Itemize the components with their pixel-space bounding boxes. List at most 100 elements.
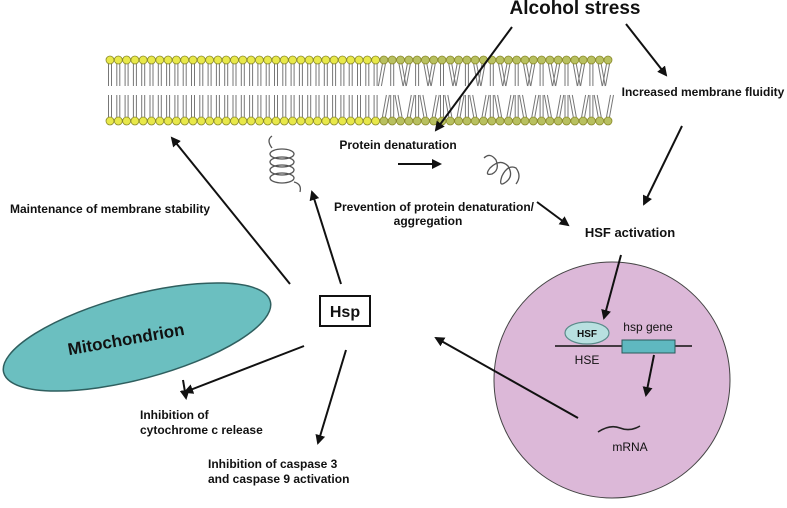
lipid-head [205,55,215,65]
lipid-tail [199,95,204,117]
lipid-tail [448,63,457,87]
lipid-tail [415,95,420,117]
lipid-tail [523,63,531,87]
lipid-head [113,116,123,126]
lipid-head [495,55,505,65]
lipid-tail [116,64,121,86]
lipid-head [587,116,596,126]
lipid-head [147,116,156,126]
lipid-head [238,116,248,126]
lipid-head [362,55,372,65]
lipid-tail [207,64,212,86]
arrow-hsp-to-cytc [183,345,305,394]
lipid-head [246,116,256,126]
lipid-tail [141,64,146,86]
lipid-head [495,116,505,126]
lipid-head [537,55,546,65]
lipid-tail [323,64,328,86]
lipid-head [520,116,530,126]
lipid-head [454,55,464,65]
lipid-tail [440,64,444,86]
lipid-tail [440,95,444,117]
lipid-tail [108,95,112,117]
lipid-tail [531,94,540,118]
hsf-label: HSF [577,329,597,340]
lipid-head [155,116,165,126]
lipid-tail [568,94,577,118]
lipid-tail [602,63,610,87]
lipid-head [404,116,414,126]
lipid-tail [332,95,337,117]
hsp-box [319,295,371,327]
lipid-tail [290,64,295,86]
lipid-head [122,116,131,126]
arrow-hsp-to-membrane [170,136,291,285]
lipid-tail [606,94,614,118]
lipid-tail [232,95,237,117]
lipid-tail [141,95,146,117]
lipid-tail [257,64,262,86]
lipid-head [105,55,115,65]
lipid-tail [398,63,407,87]
lipid-tail [240,95,245,117]
lipid-head [321,55,331,65]
arrows [170,23,683,445]
lipid-head [205,116,215,126]
arrow-mito-down [179,379,190,400]
lipid-tail [282,64,287,86]
hse-label: HSE [575,353,600,367]
lipid-tail [340,95,345,117]
folded-protein-icon [268,135,302,193]
lipid-head [163,55,173,65]
lipid-head [512,116,522,126]
lipid-head [346,55,356,65]
lipid-head [396,55,405,65]
lipid-head [188,55,198,65]
arrow-mrna-to-hsp [434,337,579,419]
lipid-tail [307,64,312,86]
lipid-head [371,55,381,65]
lipid-tail [357,95,361,117]
lipid-head [246,55,256,65]
lipid-head [138,55,148,65]
lipid-tail [514,95,519,117]
lipid-tail [207,95,212,117]
lipid-tail [265,64,270,86]
lipid-head [254,116,264,126]
lipid-head [595,116,605,126]
lipid-tail [377,63,386,87]
lipid-head [321,116,331,126]
lipid-tail [357,64,361,86]
lipid-tail [543,94,552,118]
lipid-head [196,116,206,126]
lipid-tail [174,64,179,86]
lipid-tail [419,94,428,118]
hsf-protein [564,321,610,345]
lipid-head [271,116,281,126]
lipid-tail [315,64,320,86]
arrow-prevention-to-hsf [536,201,570,227]
lipid-head [454,116,464,126]
lipid-head [196,55,206,65]
lipid-head [379,116,389,126]
lipid-head [354,55,364,65]
lipid-tail [323,95,328,117]
lipid-head [288,55,298,65]
lipid-head [180,55,190,65]
lipid-tail [249,64,254,86]
lipid-head [230,116,239,126]
lipid-tail [452,63,461,87]
hsp-gene-label: hsp gene [623,320,673,334]
lipid-tail [182,64,187,86]
lipid-tail [498,63,507,87]
hsp-label: Hsp [330,304,360,321]
lipid-tail [519,94,527,118]
lipid-head [470,55,480,65]
lipid-tail [406,94,415,118]
lipid-tail [514,64,519,86]
lipid-head [578,55,588,65]
lipid-tail [249,95,254,117]
prevention-label-line2: aggregation [394,214,463,228]
lipid-head [171,116,181,126]
